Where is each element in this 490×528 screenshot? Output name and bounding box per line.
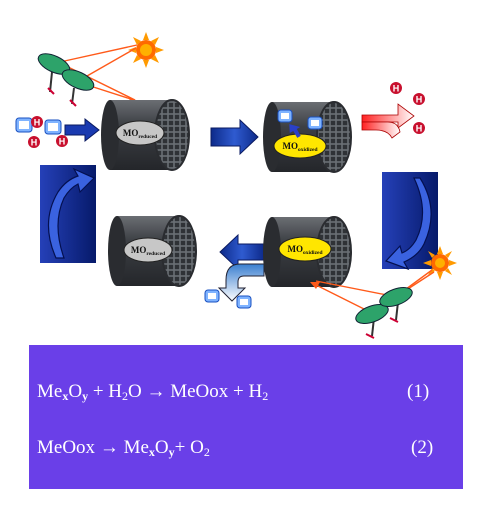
equation-2: MeOox → MexOy+ O2 [37, 437, 210, 459]
heliostat-mirrors-bottom [355, 286, 413, 339]
water-input-arrow [64, 117, 100, 143]
bottom-sun-icon [423, 246, 457, 280]
hydrogen-output-arrow [361, 103, 415, 139]
svg-text:H: H [416, 124, 423, 134]
svg-text:H: H [31, 138, 38, 148]
hydrogen-molecule-icon: H H H [390, 82, 425, 134]
reaction-arrow-icon: → [146, 381, 166, 402]
water-molecule-icon: H H H [15, 116, 68, 148]
oxygen-output-arrow [217, 263, 265, 302]
top-transfer-arrow [210, 118, 259, 156]
cylinder-bottom-left: MOreduced [108, 215, 197, 287]
svg-text:H: H [34, 118, 41, 128]
svg-text:MOoxidized: MOoxidized [287, 244, 322, 256]
svg-text:MOreduced: MOreduced [123, 128, 157, 140]
cylinder-top-left: MOreduced [101, 99, 190, 171]
svg-text:H: H [59, 137, 66, 147]
thermochemical-cycle-diagram: H H H MOreduced MOoxidized H [15, 32, 457, 339]
svg-text:H: H [416, 95, 423, 105]
equations-panel: MexOy + H2O → MeOox + H2 (1) MeOox → Mex… [29, 345, 463, 489]
right-cycle-arrow [382, 172, 438, 271]
top-sun-icon [128, 32, 164, 68]
oxygen-molecule-icon [204, 289, 252, 309]
cylinder-bottom-right: MOoxidized [263, 216, 352, 288]
equation-1-number: (1) [407, 381, 430, 402]
equation-1: MexOy + H2O → MeOox + H2 [37, 381, 269, 403]
heliostat-mirrors-top [37, 53, 95, 107]
bottom-transfer-arrow [219, 233, 265, 271]
equation-2-number: (2) [411, 437, 434, 458]
left-cycle-arrow [40, 165, 96, 263]
reaction-arrow-icon: → [99, 437, 119, 458]
svg-text:MOreduced: MOreduced [131, 245, 165, 257]
svg-text:H: H [393, 84, 400, 94]
cylinder-top-right: MOoxidized [263, 101, 352, 173]
svg-text:MOoxidized: MOoxidized [282, 141, 317, 153]
